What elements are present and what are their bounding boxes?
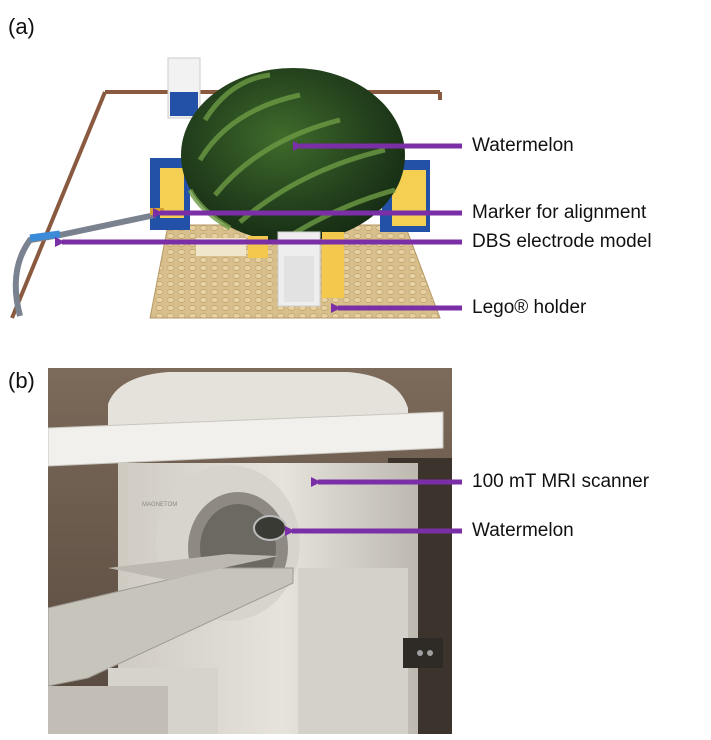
white-beam — [48, 411, 444, 467]
scanner-logo: MAGNETOM — [142, 502, 177, 508]
label-marker-alignment: Marker for alignment — [472, 202, 647, 223]
label-mri-scanner: 100 mT MRI scanner — [472, 471, 650, 492]
alignment-marker — [150, 208, 164, 215]
watermelon-in-bore — [253, 515, 287, 541]
label-lego-holder: Lego® holder — [472, 297, 587, 318]
lego-block-front-yellow — [322, 232, 344, 298]
panel-label-a: (a) — [8, 14, 35, 39]
photo-watermelon-setup — [10, 57, 442, 319]
dbs-electrode-cable — [12, 212, 156, 317]
photo-mri-scanner: MAGNETOM — [48, 368, 452, 734]
panel-label-b: (b) — [8, 368, 35, 393]
watermelon — [181, 68, 405, 242]
label-dbs-electrode: DBS electrode model — [472, 231, 652, 252]
label-watermelon-a: Watermelon — [472, 135, 574, 156]
label-watermelon-b: Watermelon — [472, 520, 574, 541]
